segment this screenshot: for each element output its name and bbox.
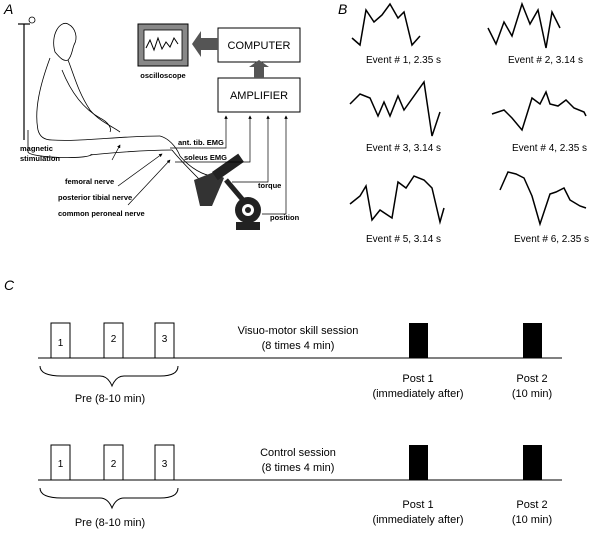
post2-sublabel: (10 min) — [512, 514, 552, 526]
computer-to-scope-arrow — [192, 31, 218, 57]
event-2-label: Event # 2, 3.14 s — [508, 55, 583, 66]
pre-number-3: 3 — [162, 459, 168, 470]
pre-block-3 — [154, 444, 175, 481]
posterior-tibial-nerve-label: posterior tibial nerve — [58, 193, 132, 202]
post1-sublabel: (immediately after) — [372, 388, 463, 400]
pre-number-2: 2 — [111, 334, 117, 345]
pre-block-2 — [103, 322, 124, 359]
amp-to-computer-arrow — [249, 60, 269, 78]
pre-number-3: 3 — [162, 334, 168, 345]
event-trace-3: Event # 3, 3.14 s — [349, 80, 441, 154]
session-subtitle: (8 times 4 min) — [262, 340, 335, 352]
session-title: Visuo-motor skill session — [238, 325, 359, 337]
pre-number-2: 2 — [111, 459, 117, 470]
post1-label: Post 1 — [402, 499, 433, 511]
post1-block — [409, 323, 428, 358]
post2-label: Post 2 — [516, 373, 547, 385]
event-5-label: Event # 5, 3.14 s — [366, 234, 441, 245]
panel-a: A — [3, 1, 301, 230]
magnetic-stimulation-label-2: stimulation — [20, 154, 60, 163]
event-4-label: Event # 4, 2.35 s — [512, 143, 587, 154]
post1-sublabel: (immediately after) — [372, 514, 463, 526]
torque-label: torque — [258, 181, 281, 190]
ankle-dynamometer — [194, 153, 261, 230]
pre-label: Pre (8-10 min) — [75, 517, 145, 529]
timeline-control: 1 2 3 Pre (8-10 min) Control session (8 … — [38, 444, 562, 529]
pre-block-2 — [103, 444, 124, 481]
common-peroneal-nerve-label: common peroneal nerve — [58, 209, 145, 218]
post2-block — [523, 323, 542, 358]
oscilloscope — [137, 23, 189, 67]
event-trace-5: Event # 5, 3.14 s — [349, 175, 445, 245]
event-trace-4: Event # 4, 2.35 s — [491, 90, 587, 154]
event-trace-1: Event # 1, 2.35 s — [351, 2, 441, 66]
panel-b-label: B — [338, 1, 347, 17]
magnetic-stimulation-label-1: magnetic — [20, 144, 53, 153]
pre-number-1: 1 — [58, 459, 64, 470]
amplifier-label: AMPLIFIER — [230, 90, 288, 102]
post2-label: Post 2 — [516, 499, 547, 511]
panel-b: B Event # 1, 2.35 s Event # 2, 3.14 s Ev… — [338, 1, 589, 245]
ant-tib-emg-label: ant. tib. EMG — [178, 138, 224, 147]
post1-label: Post 1 — [402, 373, 433, 385]
subject-figure — [18, 16, 215, 181]
femoral-nerve-label: femoral nerve — [65, 177, 114, 186]
event-3-label: Event # 3, 3.14 s — [366, 143, 441, 154]
oscilloscope-label: oscilloscope — [140, 71, 185, 80]
event-6-label: Event # 6, 2.35 s — [514, 234, 589, 245]
post1-block — [409, 445, 428, 480]
pre-block-1 — [50, 322, 71, 359]
pre-block-1 — [50, 444, 71, 481]
panel-c: C 1 2 3 Pre (8-10 min) Visuo-motor skill… — [4, 277, 562, 529]
signal-lines — [170, 115, 288, 215]
event-trace-2: Event # 2, 3.14 s — [487, 1, 583, 66]
pre-number-1: 1 — [58, 338, 64, 349]
session-title: Control session — [260, 447, 336, 459]
position-label: position — [270, 213, 300, 222]
computer-label: COMPUTER — [228, 40, 291, 52]
pre-label: Pre (8-10 min) — [75, 393, 145, 405]
stimulation-arrows — [111, 144, 171, 206]
panel-c-label: C — [4, 277, 15, 293]
session-subtitle: (8 times 4 min) — [262, 462, 335, 474]
amplifier-box — [217, 77, 301, 113]
pre-brace — [39, 365, 179, 388]
event-1-label: Event # 1, 2.35 s — [366, 55, 441, 66]
event-trace-6: Event # 6, 2.35 s — [499, 171, 589, 245]
timeline-visuo-motor: 1 2 3 Pre (8-10 min) Visuo-motor skill s… — [38, 322, 562, 405]
post2-block — [523, 445, 542, 480]
soleus-emg-label: soleus EMG — [184, 153, 227, 162]
pre-brace — [39, 487, 179, 510]
pre-block-3 — [154, 322, 175, 359]
panel-a-label: A — [3, 1, 13, 17]
post2-sublabel: (10 min) — [512, 388, 552, 400]
